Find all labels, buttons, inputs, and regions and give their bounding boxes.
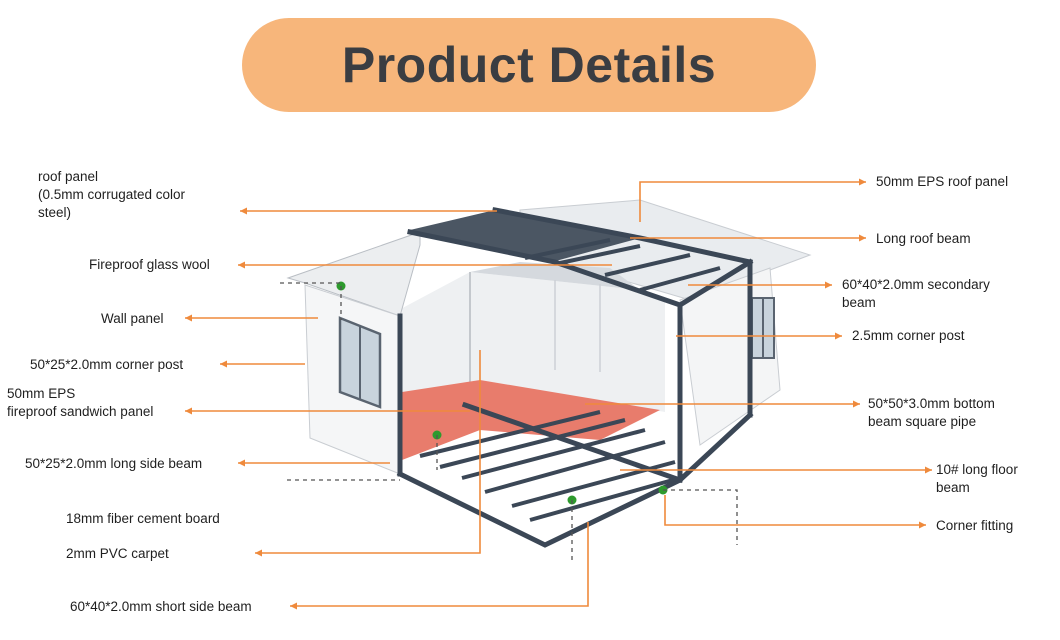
label-roof-panel: roof panel (0.5mm corrugated color steel… <box>38 169 189 220</box>
label-glass-wool: Fireproof glass wool <box>89 257 210 272</box>
dark-roof-panel <box>410 210 640 262</box>
label-sandwich-panel: 50mm EPS fireproof sandwich panel <box>7 386 153 419</box>
label-secondary-beam: 60*40*2.0mm secondary beam <box>842 277 994 310</box>
label-floor-beam: 10# long floor beam <box>936 462 1022 495</box>
label-eps-roof-panel: 50mm EPS roof panel <box>876 174 1008 189</box>
leader-lines <box>185 178 932 610</box>
labels-right: 50mm EPS roof panel Long roof beam 60*40… <box>842 174 1022 533</box>
label-corner-post-large: 2.5mm corner post <box>852 328 965 343</box>
title-banner: Product Details <box>242 18 816 112</box>
house-illustration <box>280 199 812 560</box>
labels-left: roof panel (0.5mm corrugated color steel… <box>7 169 252 614</box>
page-title: Product Details <box>341 37 717 93</box>
label-long-roof-beam: Long roof beam <box>876 231 971 246</box>
label-bottom-beam: 50*50*3.0mm bottom beam square pipe <box>868 396 999 429</box>
label-pvc-carpet: 2mm PVC carpet <box>66 546 169 561</box>
interior-floor <box>402 380 660 460</box>
label-long-side-beam: 50*25*2.0mm long side beam <box>25 456 202 471</box>
interior-back-wall <box>395 272 665 412</box>
label-cement-board: 18mm fiber cement board <box>66 511 220 526</box>
left-roof-panel <box>286 231 421 317</box>
label-wall-panel: Wall panel <box>101 311 164 326</box>
label-corner-post-small: 50*25*2.0mm corner post <box>30 357 183 372</box>
label-short-side-beam: 60*40*2.0mm short side beam <box>70 599 252 614</box>
interior-ceiling <box>470 262 640 290</box>
label-corner-fitting: Corner fitting <box>936 518 1013 533</box>
